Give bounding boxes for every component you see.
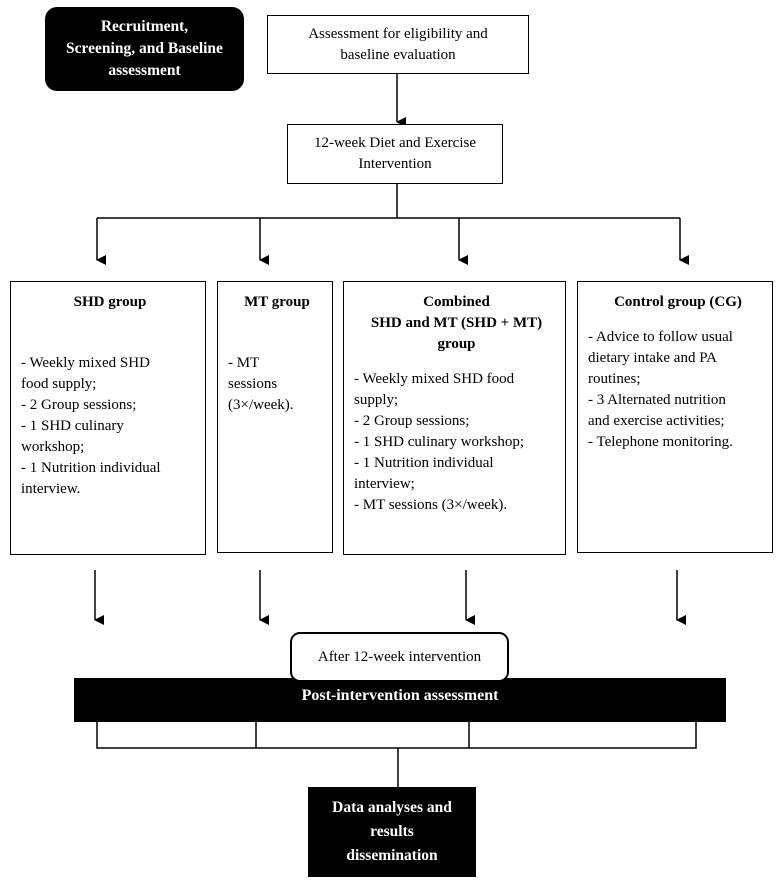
shd-group-item: - 1 Nutrition individual	[21, 460, 161, 476]
combined-group-title: group	[437, 336, 476, 352]
post-intervention-label: Post-intervention assessment	[301, 687, 499, 704]
intervention-text: 12-week Diet and Exercise	[313, 135, 476, 151]
stage-label-line: assessment	[108, 62, 181, 79]
control-group-item: and exercise activities;	[588, 413, 725, 429]
eligibility-box: Assessment for eligibility and baseline …	[267, 15, 529, 74]
stage-label-line: Recruitment,	[100, 18, 189, 35]
control-group-item: - Telephone monitoring.	[588, 434, 733, 450]
stage-label-line: Screening, and Baseline	[66, 40, 223, 57]
data-analyses-box: Data analyses and results dissemination	[308, 787, 476, 877]
shd-group-title: SHD group	[73, 294, 147, 310]
data-analyses-text: dissemination	[346, 847, 438, 864]
control-group-title: Control group (CG)	[614, 294, 742, 310]
control-group-item: dietary intake and PA	[588, 350, 718, 366]
intervention-box: 12-week Diet and Exercise Intervention	[287, 124, 503, 184]
after-intervention-box: After 12-week intervention	[290, 632, 509, 682]
combined-group-item: - 2 Group sessions;	[354, 413, 470, 429]
combined-group-item: - 1 Nutrition individual	[354, 455, 494, 471]
shd-group-item: workshop;	[21, 439, 85, 455]
shd-group-item: - 1 SHD culinary	[21, 418, 124, 434]
combined-group-title: SHD and MT (SHD + MT)	[370, 315, 543, 331]
combined-group-item: - MT sessions (3×/week).	[354, 497, 508, 513]
combined-group-item: - 1 SHD culinary workshop;	[354, 434, 524, 450]
post-intervention-bar: Post-intervention assessment	[74, 678, 726, 722]
mt-group-box: MT group - MT sessions (3×/week).	[217, 281, 333, 553]
mt-group-item: - MT	[228, 355, 260, 371]
shd-group-box: SHD group - Weekly mixed SHD food supply…	[10, 281, 206, 555]
combined-group-item: interview;	[354, 476, 415, 492]
combined-group-item: - Weekly mixed SHD food	[354, 371, 515, 387]
combined-group-box: Combined SHD and MT (SHD + MT) group - W…	[343, 281, 566, 555]
mt-group-item: sessions	[228, 376, 278, 392]
data-analyses-text: results	[370, 823, 414, 840]
combined-group-item: supply;	[354, 392, 399, 408]
combined-group-title: Combined	[423, 294, 490, 310]
shd-group-item: interview.	[21, 481, 81, 497]
shd-group-item: - Weekly mixed SHD	[21, 355, 150, 371]
control-group-box: Control group (CG) - Advice to follow us…	[577, 281, 773, 553]
mt-group-item: (3×/week).	[228, 397, 294, 413]
control-group-item: - Advice to follow usual	[588, 329, 733, 345]
control-group-item: - 3 Alternated nutrition	[588, 392, 726, 408]
stage-label-recruitment: Recruitment, Screening, and Baseline ass…	[45, 7, 244, 91]
data-analyses-text: Data analyses and	[332, 799, 452, 816]
shd-group-item: food supply;	[21, 376, 97, 392]
intervention-text: Intervention	[358, 156, 432, 172]
after-intervention-label: After 12-week intervention	[317, 648, 482, 665]
mt-group-title: MT group	[244, 294, 310, 310]
eligibility-text: baseline evaluation	[340, 46, 456, 63]
merge-bracket-line	[96, 722, 697, 749]
control-group-item: routines;	[588, 371, 641, 387]
shd-group-item: - 2 Group sessions;	[21, 397, 137, 413]
eligibility-text: Assessment for eligibility and	[308, 25, 488, 42]
